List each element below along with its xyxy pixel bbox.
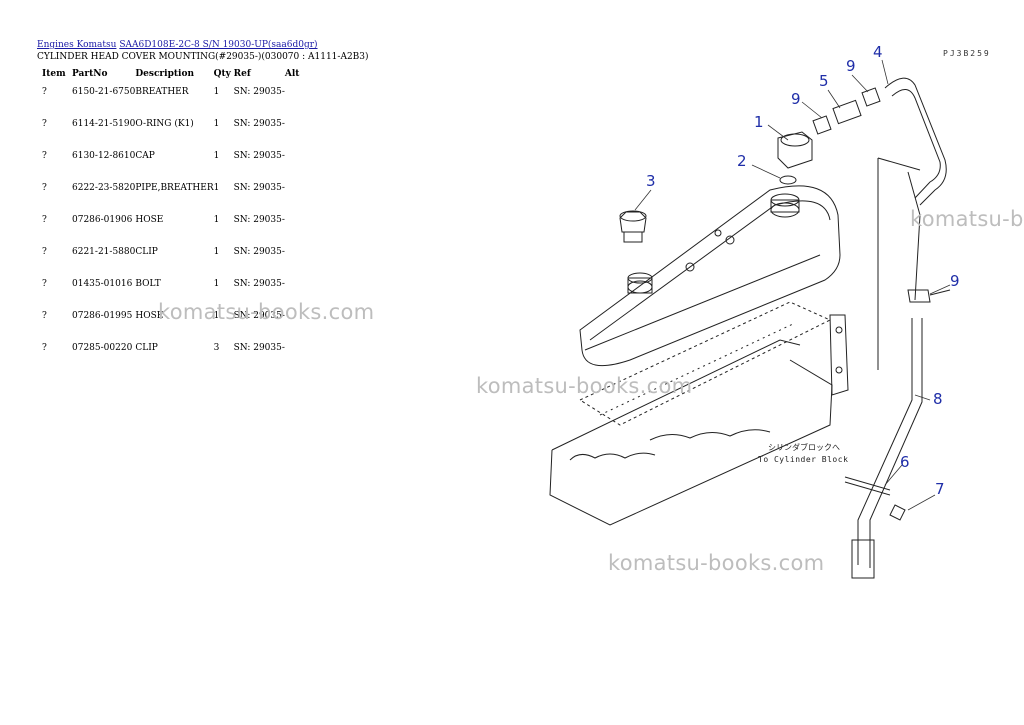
cell-alt [285, 241, 300, 273]
hose-small [812, 87, 881, 135]
cell-partno: 07285-00220 [72, 343, 133, 353]
cell-ref: SN: 29035- [233, 215, 285, 225]
watermark-3: komatsu-books.com [608, 551, 825, 575]
cell-ref: SN: 29035- [233, 87, 285, 97]
column-header-item: Item [42, 69, 66, 79]
cylinder-head-outline [549, 301, 833, 526]
cell-qty: 1 [213, 183, 220, 193]
cell-description: CLIP [135, 247, 158, 257]
cell-alt [285, 113, 300, 145]
cell-item: ? [42, 311, 47, 321]
page-title: CYLINDER HEAD COVER MOUNTING(#29035-)(03… [37, 52, 369, 62]
cell-alt [285, 177, 300, 209]
cell-qty: 1 [213, 247, 220, 257]
hose-long [851, 318, 923, 579]
cylinder-head-cover [579, 185, 841, 367]
cell-partno: 6221-21-5880 [72, 247, 136, 257]
cell-item: ? [42, 279, 47, 289]
callout-leaders [634, 59, 951, 511]
cell-item: ? [42, 183, 47, 193]
parts-table: Item PartNo Description Qty Ref Alt ? 615… [37, 65, 299, 357]
cell-ref: SN: 29035- [233, 247, 285, 257]
exploded-parts-diagram [549, 59, 951, 579]
cell-description: BREATHER [135, 87, 189, 97]
cell-description: HOSE [135, 215, 164, 225]
breather-part [777, 131, 813, 185]
cell-description: CLIP [135, 343, 158, 353]
column-header-ref: Ref [233, 69, 251, 79]
cell-qty: 1 [213, 87, 220, 97]
cell-ref: SN: 29035- [233, 151, 285, 161]
cell-alt [285, 337, 300, 357]
cell-item: ? [42, 119, 47, 129]
table-header-row: Item PartNo Description Qty Ref Alt [37, 65, 299, 81]
cell-qty: 1 [213, 119, 220, 129]
breadcrumb-link-model[interactable]: SAA6D108E-2C-8 S/N 19030-UP(saa6d0gr) [119, 40, 318, 50]
cell-qty: 1 [213, 215, 220, 225]
cell-partno: 01435-01016 [72, 279, 133, 289]
column-header-description: Description [135, 69, 194, 79]
cell-qty: 1 [213, 311, 220, 321]
cell-description: HOSE [135, 311, 164, 321]
cell-ref: SN: 29035- [233, 311, 285, 321]
o-ring-part [779, 175, 797, 185]
diagram-code: PJ3B259 [943, 49, 991, 58]
cell-item: ? [42, 215, 47, 225]
cell-partno: 6150-21-6750 [72, 87, 136, 97]
cell-partno: 6130-12-8610 [72, 151, 136, 161]
bracket-part [829, 314, 849, 396]
cell-ref: SN: 29035- [233, 183, 285, 193]
cell-item: ? [42, 87, 47, 97]
column-header-partno: PartNo [72, 69, 108, 79]
cell-qty: 3 [213, 343, 220, 353]
cell-qty: 1 [213, 151, 220, 161]
cell-description: O-RING (K1) [135, 119, 194, 129]
cell-ref: SN: 29035- [233, 343, 285, 353]
watermark-2: komatsu-books.com [476, 374, 693, 398]
breather-pipe [877, 77, 947, 370]
clip-part [907, 289, 951, 303]
watermark-4: komatsu-books.com [910, 207, 1024, 231]
cell-partno: 07286-01995 [72, 311, 133, 321]
cell-partno: 07286-01906 [72, 215, 133, 225]
breadcrumb-link-engines[interactable]: Engines Komatsu [37, 40, 117, 50]
cell-description: PIPE,BREATHER [135, 183, 214, 193]
cell-partno: 6222-23-5820 [72, 183, 136, 193]
column-header-qty: Qty [213, 69, 231, 79]
cell-item: ? [42, 343, 47, 353]
column-header-alt: Alt [284, 69, 300, 79]
cell-alt [285, 81, 300, 113]
cell-item: ? [42, 151, 47, 161]
bolt-part [844, 476, 906, 521]
watermark-1: komatsu-books.com [158, 300, 375, 324]
breadcrumb: Engines Komatsu SAA6D108E-2C-8 S/N 19030… [37, 40, 318, 50]
cell-item: ? [42, 247, 47, 257]
cell-description: CAP [135, 151, 155, 161]
cell-qty: 1 [213, 279, 220, 289]
cap-part [619, 210, 647, 243]
cell-alt [285, 209, 300, 241]
cell-ref: SN: 29035- [233, 119, 285, 129]
cell-ref: SN: 29035- [233, 279, 285, 289]
cell-description: BOLT [135, 279, 161, 289]
cell-alt [285, 145, 300, 177]
cell-partno: 6114-21-5190 [72, 119, 136, 129]
